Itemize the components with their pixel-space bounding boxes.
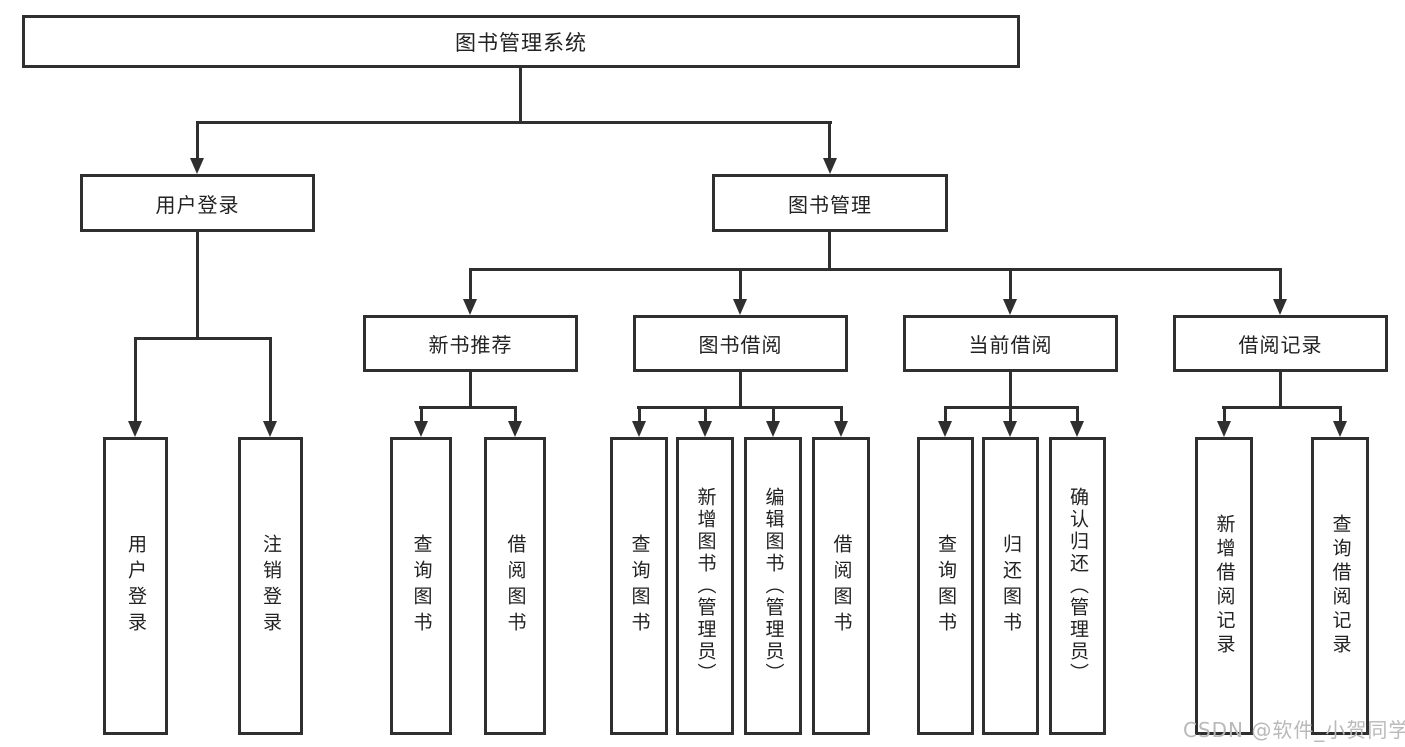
arrow-down-icon [1333,421,1347,437]
arrow-down-icon [463,299,477,315]
connector-borrow-records-stem-1 [1223,406,1226,423]
connector-user-login-vline [196,232,199,340]
node-user-login: 用户登录 [80,174,315,232]
node-leaf-cb-return-books: 归还图书 [982,437,1039,735]
connector-user-login-stem-2 [269,337,272,423]
node-leaf-bb-edit-books: 编辑图书（管理员） [744,437,802,735]
arrow-down-icon [190,158,204,174]
arrow-down-icon [733,299,747,315]
node-leaf-logout: 注销登录 [238,437,303,735]
node-book-mgmt: 图书管理 [712,174,948,232]
connector-book-borrow-vline [739,372,742,409]
arrow-down-icon [1070,421,1084,437]
node-leaf-cb-confirm-return-label: 确认归还（管理员） [1067,487,1089,685]
connector-book-mgmt-stem-4 [1279,268,1282,301]
node-leaf-br-query-record-label: 查询借阅记录 [1329,514,1352,658]
arrow-down-icon [823,158,837,174]
arrow-down-icon [414,421,428,437]
node-new-book-rec: 新书推荐 [363,315,578,372]
connector-root-stem-right [828,121,831,160]
node-leaf-bb-edit-books-label: 编辑图书（管理员） [762,487,785,685]
arrow-down-icon [1003,421,1017,437]
arrow-down-icon [128,421,142,437]
node-leaf-br-add-record: 新增借阅记录 [1195,437,1253,735]
connector-current-borrow-vline [1009,372,1012,409]
node-leaf-bb-query-books: 查询图书 [610,437,668,735]
connector-book-mgmt-stem-1 [469,268,472,301]
arrow-down-icon [834,421,848,437]
connector-book-borrow-stem-4 [840,406,843,423]
node-leaf-bb-add-books: 新增图书（管理员） [676,437,734,735]
connector-root-vline [519,68,522,124]
arrow-down-icon [1273,299,1287,315]
node-leaf-rec-borrow-books: 借阅图书 [484,437,546,735]
connector-new-book-rec-hline [419,406,517,409]
connector-root-hline [196,121,832,124]
node-current-borrow-label: 当前借阅 [968,333,1053,357]
node-leaf-rec-query-books: 查询图书 [390,437,452,735]
arrow-down-icon [1217,421,1231,437]
connector-book-mgmt-stem-3 [1009,268,1012,301]
node-new-book-rec-label: 新书推荐 [428,333,513,357]
node-borrow-records-label: 借阅记录 [1238,333,1323,357]
node-leaf-br-query-record: 查询借阅记录 [1311,437,1369,735]
node-leaf-rec-query-books-label: 查询图书 [410,534,433,638]
arrow-down-icon [766,421,780,437]
connector-book-borrow-stem-1 [638,406,641,423]
node-leaf-cb-query-books-label: 查询图书 [935,534,957,638]
node-root-label: 图书管理系统 [455,30,587,55]
connector-current-borrow-stem-2 [1009,406,1012,423]
node-leaf-cb-query-books: 查询图书 [917,437,974,735]
connector-current-borrow-stem-1 [944,406,947,423]
node-leaf-bb-add-books-label: 新增图书（管理员） [694,487,717,685]
connector-current-borrow-stem-3 [1076,406,1079,423]
connector-book-mgmt-hline [469,268,1282,271]
node-leaf-bb-borrow-books-label: 借阅图书 [830,534,853,638]
node-leaf-br-add-record-label: 新增借阅记录 [1213,514,1236,658]
node-book-borrow-label: 图书借阅 [698,333,783,357]
connector-book-borrow-stem-3 [772,406,775,423]
connector-book-mgmt-vline [828,232,831,271]
csdn-watermark: CSDN @软件_小贺同学 [1183,718,1405,742]
arrow-down-icon [508,421,522,437]
node-leaf-logout-label: 注销登录 [260,534,282,638]
arrow-down-icon [632,421,646,437]
node-leaf-rec-borrow-books-label: 借阅图书 [504,534,527,638]
node-leaf-bb-borrow-books: 借阅图书 [812,437,870,735]
connector-borrow-records-hline [1222,406,1342,409]
node-leaf-cb-confirm-return: 确认归还（管理员） [1049,437,1106,735]
node-current-borrow: 当前借阅 [903,315,1118,372]
node-leaf-login-label: 用户登录 [125,534,147,638]
node-user-login-label: 用户登录 [155,192,240,217]
node-borrow-records: 借阅记录 [1173,315,1388,372]
node-book-mgmt-label: 图书管理 [788,192,872,217]
node-leaf-login: 用户登录 [103,437,168,735]
connector-book-mgmt-stem-2 [739,268,742,301]
connector-borrow-records-vline [1279,372,1282,409]
connector-book-borrow-hline [637,406,843,409]
connector-new-book-rec-vline [469,372,472,409]
connector-user-login-hline [134,337,272,340]
node-leaf-bb-query-books-label: 查询图书 [628,534,651,638]
node-leaf-cb-return-books-label: 归还图书 [1000,534,1022,638]
connector-user-login-stem-1 [134,337,137,423]
arrow-down-icon [938,421,952,437]
arrow-down-icon [263,421,277,437]
connector-borrow-records-stem-2 [1339,406,1342,423]
node-root: 图书管理系统 [22,15,1020,68]
connector-new-book-rec-stem-1 [420,406,423,423]
connector-root-stem-left [196,121,199,160]
arrow-down-icon [1003,299,1017,315]
node-book-borrow: 图书借阅 [633,315,848,372]
connector-book-borrow-stem-2 [704,406,707,423]
connector-new-book-rec-stem-2 [514,406,517,423]
arrow-down-icon [698,421,712,437]
